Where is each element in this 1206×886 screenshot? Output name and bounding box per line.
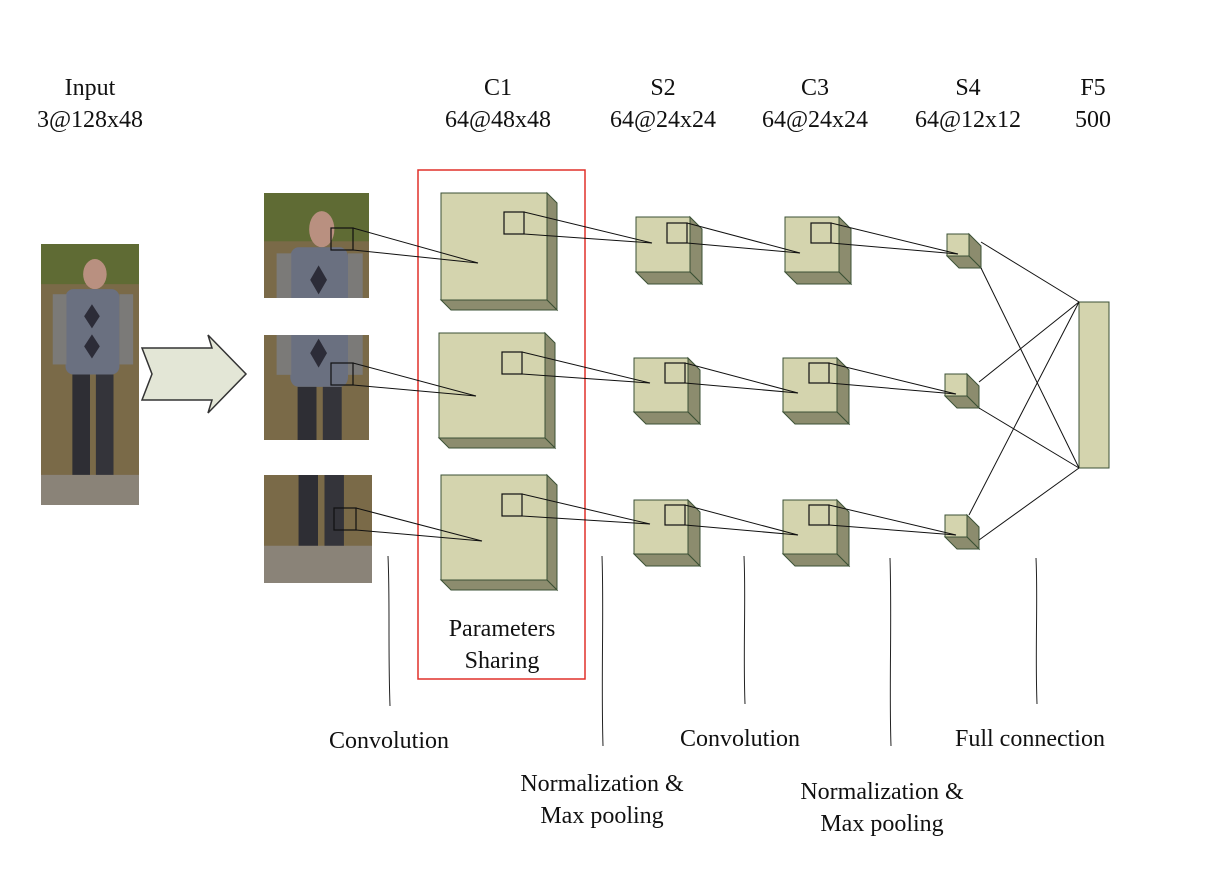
input-image [41,244,139,505]
layer-label-input: Input 3@128x48 [20,72,160,136]
layer-label-s2: S2 64@24x24 [593,72,733,136]
person-photo [41,244,139,505]
s2-cube-top [634,215,704,286]
receptive-field-squares [330,211,832,531]
c1-cube-bottom [439,473,559,592]
layer-name: C1 [483,75,512,101]
layer-shape: 500 [1075,107,1111,133]
c3-cube-bottom [781,498,851,568]
c3-cube-top [783,215,853,286]
c3-cube-middle [781,356,851,426]
layer-shape: 3@128x48 [36,107,144,133]
f5-vector [1078,301,1110,469]
layer-name: S2 [650,75,676,101]
layer-shape: 64@24x24 [761,107,869,133]
s2-cube-bottom [632,498,702,568]
layer-label-c1: C1 64@48x48 [428,72,568,136]
layer-label-f5: F5 500 [1043,72,1143,136]
parameter-sharing-label: Parameters Sharing [448,616,556,674]
operation-dividers [387,555,1038,747]
s4-cube-top [945,232,983,270]
layer-name: F5 [1080,75,1106,101]
s2-cube-middle [632,356,702,426]
flow-arrow [140,334,248,414]
layer-shape: 64@48x48 [444,107,552,133]
c1-cube-middle [437,331,557,450]
c1-cube-top [439,191,559,312]
operation-label-convolution-2: Convolution [679,726,800,752]
operation-label-pooling-2: Normalization & Max pooling [800,779,964,837]
layer-shape: 64@24x24 [609,107,717,133]
layer-shape: 64@12x12 [914,107,1022,133]
operation-label-pooling-1: Normalization & Max pooling [520,771,684,829]
layer-label-s4: S4 64@12x12 [898,72,1038,136]
operation-label-convolution-1: Convolution [328,728,449,754]
connection-lines [352,211,1080,542]
layer-name: Input [64,75,116,101]
layer-name: C3 [800,75,829,101]
layer-label-c3: C3 64@24x24 [745,72,885,136]
operation-label-full-connection: Full connection [955,726,1105,752]
s4-cube-bottom [943,513,981,551]
s4-cube-middle [943,372,981,410]
layer-name: S4 [955,75,981,101]
parameter-sharing-box [417,169,586,680]
